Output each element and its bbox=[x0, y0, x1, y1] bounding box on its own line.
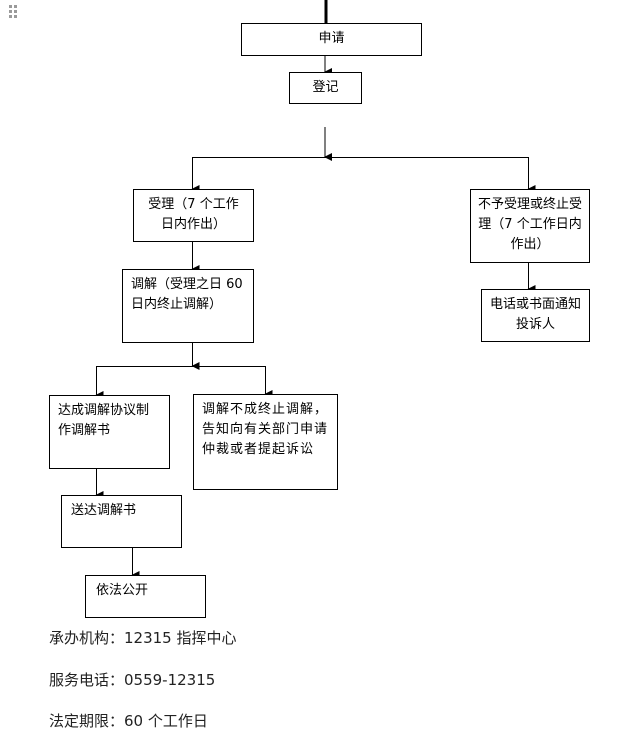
node-register: 登记 bbox=[289, 72, 362, 104]
info-agency: 承办机构：12315 指挥中心 bbox=[49, 629, 237, 647]
node-reject: 不予受理或终止受理（7 个工作日内作出） bbox=[470, 189, 590, 263]
info-phone: 服务电话：0559-12315 bbox=[49, 671, 216, 689]
node-notify-label: 电话或书面通知投诉人 bbox=[490, 297, 582, 332]
node-register-label: 登记 bbox=[312, 80, 339, 95]
node-agreement-label: 达成调解协议制作调解书 bbox=[58, 403, 150, 438]
node-accept: 受理（7 个工作日内作出） bbox=[133, 189, 254, 242]
node-publish-label: 依法公开 bbox=[96, 583, 149, 598]
node-accept-label: 受理（7 个工作日内作出） bbox=[148, 197, 239, 232]
node-reject-label: 不予受理或终止受理（7 个工作日内作出） bbox=[477, 197, 582, 252]
node-failed-label: 调解不成终止调解，告知向有关部门申请仲裁或者提起诉讼 bbox=[202, 402, 329, 457]
node-apply-label: 申请 bbox=[318, 31, 345, 46]
node-mediate: 调解（受理之日 60 日内终止调解） bbox=[122, 269, 254, 343]
node-mediate-label: 调解（受理之日 60 日内终止调解） bbox=[131, 277, 247, 312]
node-publish: 依法公开 bbox=[85, 575, 206, 618]
node-apply: 申请 bbox=[241, 23, 422, 56]
node-failed: 调解不成终止调解，告知向有关部门申请仲裁或者提起诉讼 bbox=[193, 394, 338, 490]
node-deliver-label: 送达调解书 bbox=[71, 503, 137, 518]
node-notify: 电话或书面通知投诉人 bbox=[481, 289, 590, 342]
node-agreement: 达成调解协议制作调解书 bbox=[49, 395, 170, 469]
info-deadline: 法定期限：60 个工作日 bbox=[49, 712, 208, 730]
drag-handle-grip-icon[interactable] bbox=[9, 5, 18, 18]
node-deliver: 送达调解书 bbox=[61, 495, 182, 548]
